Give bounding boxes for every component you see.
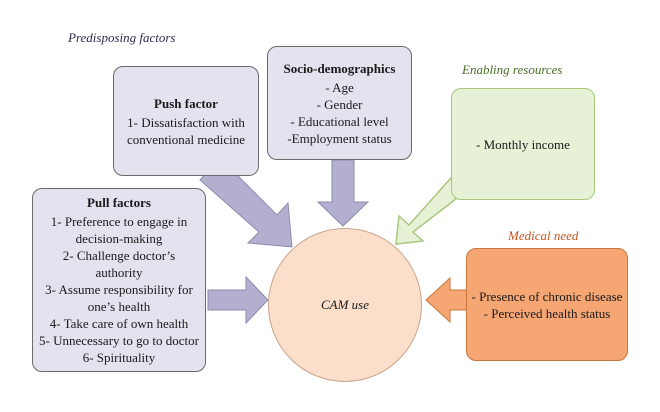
pull-factors-box: Pull factors 1- Preference to engage in … [32,188,206,372]
socio-item-age: - Age [325,79,354,95]
pull-item-2b: authority [95,265,143,280]
push-factor-line-1: 1- Dissatisfaction with [127,114,245,130]
predisposing-factors-label: Predisposing factors [68,30,176,45]
pull-item-4: 4- Take care of own health [49,316,189,331]
socio-item-employment: -Employment status [287,130,392,146]
medical-arrow [425,276,471,324]
push-factor-title: Push factor [154,95,218,111]
pull-factors-title: Pull factors [87,195,151,210]
pull-item-2a: 2- Challenge doctor’s [62,248,176,263]
push-factor-box: Push factor 1- Dissatisfaction with conv… [113,66,259,176]
pull-item-5: 5- Unnecessary to go to doctor [39,333,199,348]
enabling-resources-label: Enabling resources [462,62,563,77]
pull-item-3a: 3- Assume responsibility for [45,282,193,297]
socio-item-gender: - Gender [316,96,363,112]
socio-arrow [316,159,370,227]
socio-demographics-box: Socio-demographics - Age - Gender - Educ… [267,46,412,160]
medical-need-label: Medical need [508,228,579,243]
medical-item-chronic: - Presence of chronic disease [471,288,623,304]
pull-item-6: 6- Spirituality [82,350,156,365]
pull-arrow [207,275,269,325]
pull-item-1a: 1- Preference to engage in [50,214,188,229]
pull-item-1b: decision-making [75,231,163,246]
cam-use-circle: CAM use [268,228,422,382]
cam-use-label: CAM use [320,297,370,312]
socio-title: Socio-demographics [283,60,396,76]
socio-item-education: - Educational level [290,113,389,129]
medical-need-box: - Presence of chronic disease - Perceive… [466,248,628,361]
enabling-resources-box: - Monthly income [451,88,595,200]
push-factor-line-2: conventional medicine [126,131,246,147]
medical-item-perceived: - Perceived health status [483,305,611,321]
pull-item-3b: one’s health [87,299,151,314]
enabling-item-income: - Monthly income [476,136,570,152]
